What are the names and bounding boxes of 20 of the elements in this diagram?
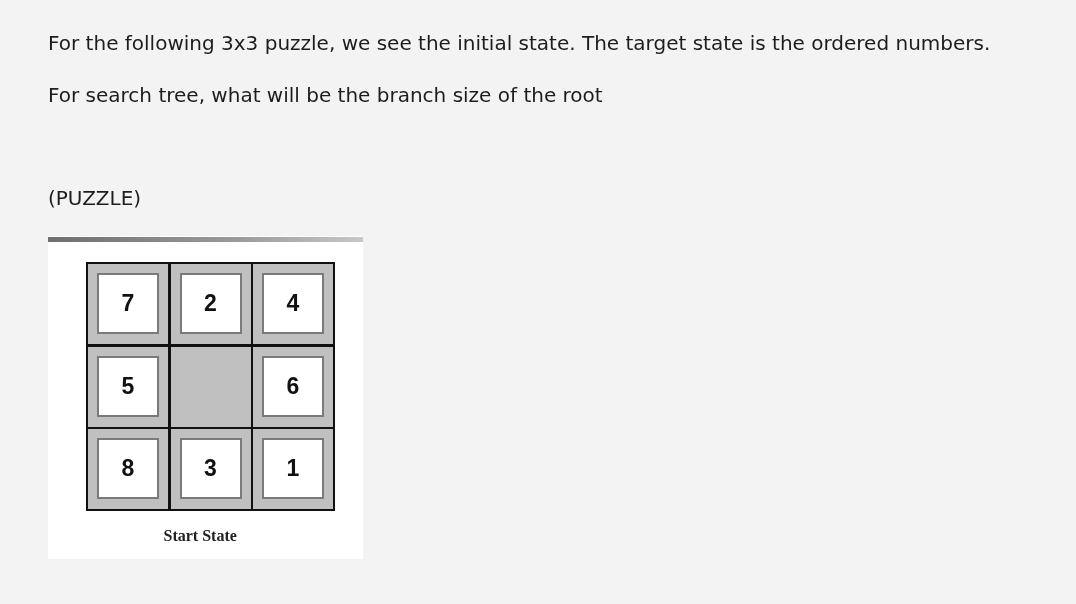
number-tile: 8 — [97, 438, 159, 499]
number-tile: 1 — [262, 438, 324, 499]
number-tile: 5 — [97, 355, 159, 417]
number-tile: 2 — [179, 273, 242, 334]
board-cell — [86, 344, 170, 429]
number-tile: 4 — [262, 273, 324, 334]
number-tile: 7 — [97, 273, 159, 334]
figure-caption: Start State — [163, 527, 237, 545]
board-cell — [251, 262, 335, 346]
number-tile: 6 — [262, 355, 324, 417]
question-text: For search tree, what will be the branch size of the root — [48, 83, 603, 107]
board-cell — [86, 427, 170, 511]
board-cell — [168, 262, 253, 346]
number-tile: 3 — [179, 438, 242, 499]
question-text: For the following 3x3 puzzle, we see the initial state. The target state is the ordered numbers. — [48, 31, 991, 55]
board-cell — [168, 427, 253, 511]
board-cell — [251, 344, 335, 429]
board-cell — [251, 427, 335, 511]
section-heading: (PUZZLE) — [48, 186, 142, 210]
board-cell — [86, 262, 170, 346]
